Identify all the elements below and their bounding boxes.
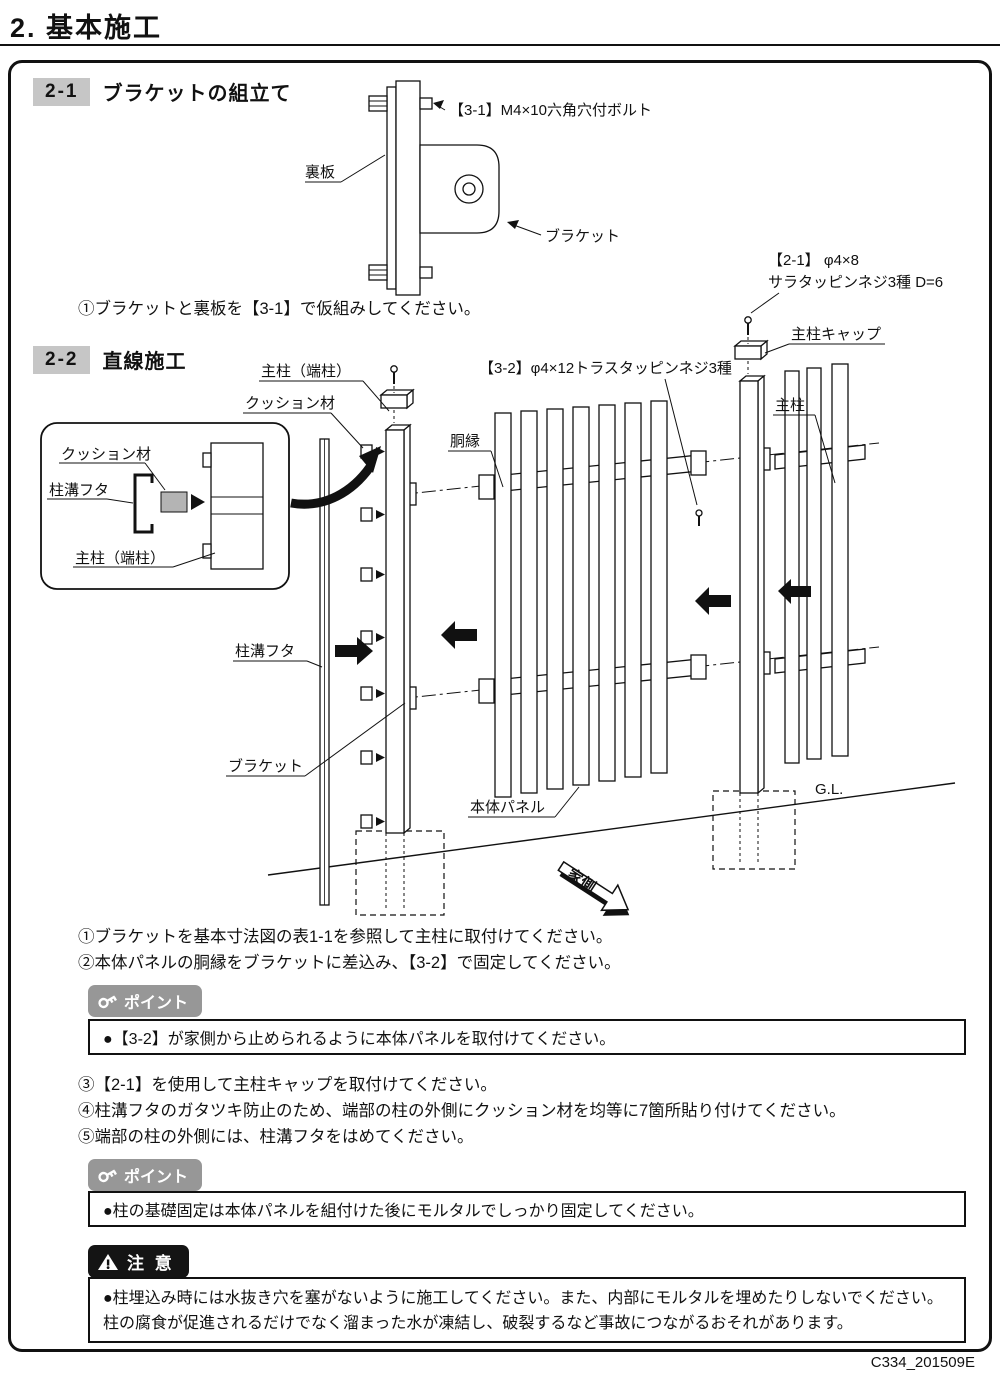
bracket-label: ブラケット: [545, 227, 620, 245]
point-tag-1: ポイント: [88, 985, 203, 1017]
cushion-section: [160, 491, 188, 513]
house-side-arrow: 家側: [557, 860, 630, 916]
inset-end-post-label: 主柱（端柱）: [75, 550, 165, 567]
document-code: C334_201509E: [870, 1354, 975, 1371]
section-2-1-header: 2-1 ブラケットの組立て: [33, 77, 291, 106]
content-frame: 2-1 ブラケットの組立て: [8, 60, 992, 1352]
key-icon: [94, 1163, 119, 1187]
groove-cover-section: [133, 473, 154, 534]
backplate-label: 裏板: [305, 163, 335, 181]
ground-line-label: G.L.: [815, 781, 843, 798]
step-2-2-5: ⑤端部の柱の外側には、柱溝フタをはめてください。: [78, 1128, 474, 1146]
section-2-2-header: 2-2 直線施工: [33, 345, 186, 374]
inset-pointer-arrow: [290, 446, 381, 509]
groove-cover-label: 柱溝フタ: [235, 643, 295, 660]
rail-label: 胴縁: [450, 433, 480, 450]
diagram-labels: 【2-1】 φ4×8 サラタッピンネジ3種 D=6 主柱キャップ 主柱（端柱） …: [226, 252, 943, 818]
assembly-direction-arrows: [335, 579, 811, 665]
section-2-1-badge: 2-1: [33, 77, 91, 106]
panel-label: 本体パネル: [470, 799, 545, 816]
ground-line: G.L.: [267, 781, 956, 876]
point-box-1-text: ●【3-2】が家側から止められるように本体パネルを取付けてください。: [103, 1031, 616, 1048]
bracket-drawing: [419, 144, 500, 234]
step-2-2-1: ①ブラケットを基本寸法図の表1-1を参照して主柱に取付けてください。: [78, 928, 613, 946]
post-cap-label: 主柱キャップ: [791, 326, 881, 343]
bolt-top-drawing: [368, 95, 433, 112]
bolt-bottom-drawing: [368, 264, 433, 281]
straight-installation-diagram: G.L.: [40, 252, 956, 916]
step-2-1-1: ①ブラケットと裏板を【3-1】で仮組みしてください。: [78, 300, 481, 318]
page-title: 2. 基本施工: [10, 13, 163, 43]
end-post-drawing: [379, 365, 415, 835]
cushion-pieces-drawing: [360, 444, 385, 829]
section-2-2-title: 直線施工: [102, 351, 187, 373]
point-tag-1-label: ポイント: [124, 995, 189, 1012]
warning-icon: [97, 1253, 119, 1271]
caution-tag-label: 注 意: [127, 1254, 175, 1273]
section-2-2-badge: 2-2: [33, 345, 91, 374]
screw-2-1-label-line1: 【2-1】 φ4×8: [768, 252, 859, 269]
title-underline: [0, 44, 1000, 46]
groove-cover-strip-drawing: [319, 438, 330, 906]
bolt-label: 【3-1】M4×10六角穴付ボルト: [449, 102, 652, 119]
bracket-assembly-diagram: 【3-1】M4×10六角穴付ボルト 裏板 ブラケット: [305, 80, 652, 296]
inset-cushion-label: クッション材: [61, 446, 151, 463]
caution-box: ●柱埋込み時には水抜き穴を塞がないように施工してください。また、内部にモルタルを…: [88, 1277, 966, 1343]
cushion-label: クッション材: [245, 395, 335, 412]
point-box-2: ●柱の基礎固定は本体パネルを組付けた後にモルタルでしっかり固定してください。: [88, 1191, 966, 1227]
screw-3-2-drawing: [695, 509, 703, 526]
point-tag-2-label: ポイント: [124, 1169, 189, 1186]
screw-2-1-label-line2: サラタッピンネジ3種 D=6: [768, 274, 943, 291]
left-footing: [355, 830, 445, 916]
step-2-2-3: ③【2-1】を使用して主柱キャップを取付けてください。: [78, 1076, 497, 1094]
panel-slats-drawing: [494, 400, 668, 798]
point-box-2-text: ●柱の基礎固定は本体パネルを組付けた後にモルタルでしっかり固定してください。: [103, 1203, 704, 1220]
point-tag-2: ポイント: [88, 1159, 203, 1191]
caution-box-text: ●柱埋込み時には水抜き穴を塞がないように施工してください。また、内部にモルタルを…: [103, 1290, 943, 1332]
caution-tag: 注 意: [88, 1245, 189, 1278]
bracket-label: ブラケット: [228, 757, 303, 775]
screw-3-2-label: 【3-2】φ4×12トラスタッピンネジ3種: [479, 360, 732, 377]
step-2-2-2: ②本体パネルの胴縁をブラケットに差込み、【3-2】で固定してください。: [78, 954, 621, 972]
right-slats-drawing: [784, 363, 849, 764]
key-icon: [94, 989, 119, 1013]
section-2-1-title: ブラケットの組立て: [102, 83, 292, 105]
point-box-1: ●【3-2】が家側から止められるように本体パネルを取付けてください。: [88, 1019, 966, 1055]
inset-groove-cover-label: 柱溝フタ: [49, 482, 109, 499]
main-post-label: 主柱: [775, 397, 805, 414]
main-post-drawing: [733, 316, 769, 795]
right-footing: [712, 790, 796, 870]
step-2-2-4: ④柱溝フタのガタツキ防止のため、端部の柱の外側にクッション材を均等に7箇所貼り付…: [78, 1102, 846, 1120]
bracket-diagram-labels: 【3-1】M4×10六角穴付ボルト 裏板 ブラケット: [305, 100, 652, 245]
end-post-label: 主柱（端柱）: [261, 363, 351, 380]
cross-section-inset: クッション材 柱溝フタ 主柱（端柱）: [40, 422, 290, 590]
